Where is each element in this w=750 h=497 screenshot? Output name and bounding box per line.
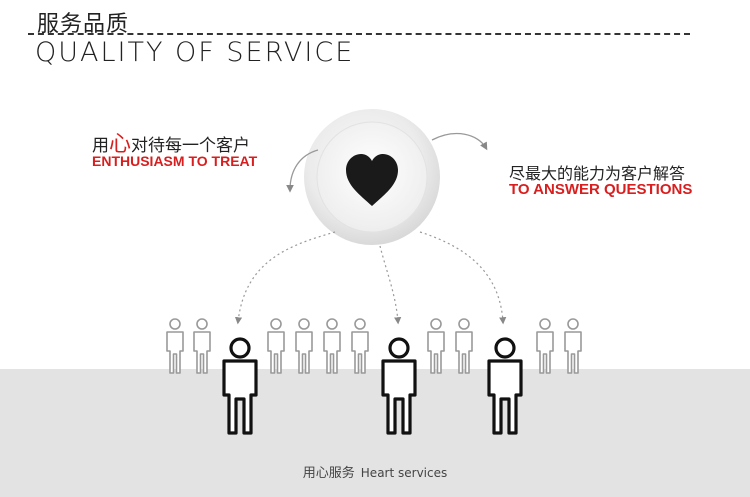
title-divider bbox=[28, 33, 690, 35]
person-icon bbox=[455, 318, 473, 374]
person-icon bbox=[536, 318, 554, 374]
dotted-arrow-left bbox=[234, 231, 336, 325]
caption-en: Heart services bbox=[360, 466, 448, 480]
curved-arrow-left bbox=[286, 149, 319, 193]
floor-band bbox=[0, 369, 750, 497]
person-icon bbox=[295, 318, 313, 374]
left-slogan-suffix: 对待每一个客户 bbox=[131, 136, 251, 156]
person-icon bbox=[351, 318, 369, 374]
person-icon bbox=[193, 318, 211, 374]
heart-icon bbox=[346, 154, 398, 206]
page-title-en: QUALITY OF SERVICE bbox=[35, 37, 355, 68]
right-slogan-en: TO ANSWER QUESTIONS bbox=[509, 181, 693, 198]
person-icon-large bbox=[381, 337, 417, 435]
dotted-arrow-center bbox=[379, 245, 402, 325]
caption: 用心服务 Heart services bbox=[0, 462, 750, 481]
left-slogan-en: ENTHUSIASM TO TREAT bbox=[92, 153, 258, 169]
right-slogan-cn: 尽最大的能力为客户解答 bbox=[509, 164, 686, 183]
caption-cn: 用心服务 bbox=[302, 466, 355, 481]
person-icon-large bbox=[222, 337, 258, 435]
curved-arrow-right bbox=[431, 132, 488, 151]
person-icon bbox=[267, 318, 285, 374]
left-slogan-cn: 用心对待每一个客户 bbox=[92, 126, 250, 158]
dotted-arrow-right bbox=[419, 231, 507, 325]
person-icon bbox=[166, 318, 184, 374]
left-slogan-highlight: 心 bbox=[109, 132, 132, 157]
person-icon bbox=[564, 318, 582, 374]
person-icon bbox=[427, 318, 445, 374]
person-icon bbox=[323, 318, 341, 374]
left-slogan-prefix: 用 bbox=[92, 136, 109, 156]
page-title-cn: 服务品质 bbox=[37, 12, 130, 37]
person-icon-large bbox=[487, 337, 523, 435]
